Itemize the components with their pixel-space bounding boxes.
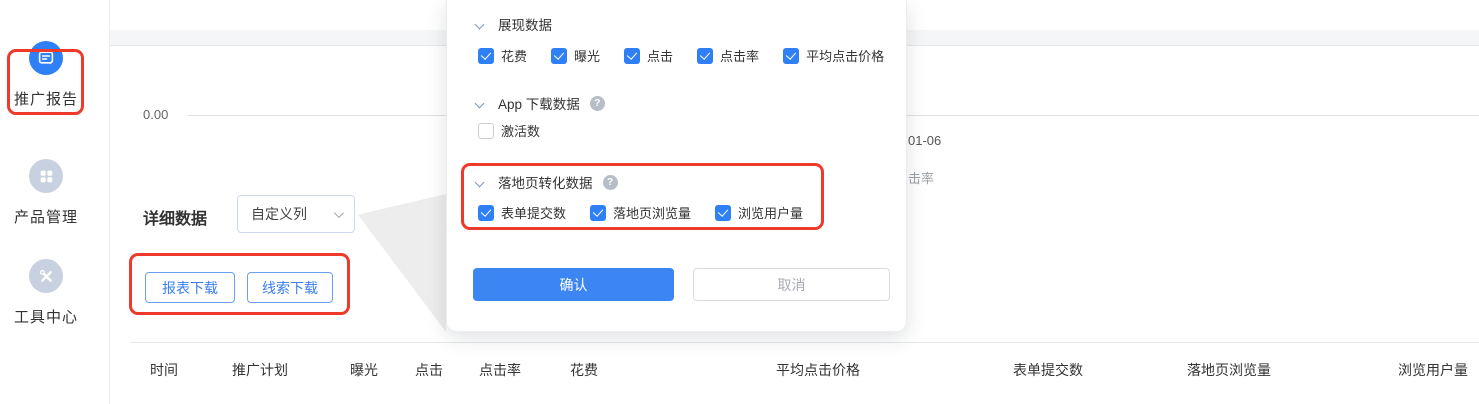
chart-y-axis-tick: 0.00 (143, 107, 169, 122)
sidebar-item-product-management[interactable]: 产品管理 (0, 159, 92, 227)
chevron-down-icon (474, 98, 485, 108)
column-header-viewing-users: 浏览用户量 (1398, 362, 1468, 378)
app-download-checkbox-row: 激活数 (478, 121, 564, 140)
column-header-clicks: 点击 (415, 362, 443, 378)
checkbox-icon (478, 122, 494, 139)
sidebar-item-promotion-report[interactable]: 推广报告 (0, 41, 92, 109)
checkbox-icon (551, 47, 568, 64)
sidebar-item-label: 产品管理 (13, 209, 78, 226)
sidebar-item-label: 工具中心 (13, 309, 78, 326)
landing-page-checkbox-row: 表单提交数 落地页浏览量 浏览用户量 (478, 203, 827, 222)
custom-columns-dropdown[interactable]: 自定义列 (237, 195, 355, 233)
checkbox-cost[interactable]: 花费 (478, 46, 527, 65)
report-download-button[interactable]: 报表下载 (145, 272, 235, 303)
popup-callout-wedge (358, 194, 446, 332)
checkbox-form-submits[interactable]: 表单提交数 (478, 203, 566, 222)
section-title: 展现数据 (498, 18, 552, 33)
report-icon (29, 41, 63, 75)
custom-columns-dropdown-label: 自定义列 (251, 206, 307, 222)
detail-data-title: 详细数据 (143, 211, 208, 228)
section-title: 落地页转化数据 (498, 176, 593, 191)
checkbox-icon (478, 204, 494, 221)
checkbox-ctr[interactable]: 点击率 (697, 46, 759, 65)
section-display-data[interactable]: 展现数据 (474, 14, 552, 34)
section-landing-page-conversion[interactable]: 落地页转化数据 ? (474, 172, 618, 192)
chart-legend-partial: 击率 (908, 171, 935, 186)
leads-download-button[interactable]: 线索下载 (247, 272, 333, 303)
column-header-cost: 花费 (570, 362, 598, 378)
custom-columns-popup: 展现数据 花费 曝光 点击 点击率 平均点击价格 App 下载数据 ? (446, 0, 907, 332)
checkbox-viewing-users[interactable]: 浏览用户量 (715, 203, 803, 222)
table-top-divider (130, 342, 1479, 343)
help-icon[interactable]: ? (589, 95, 605, 111)
checkbox-activations[interactable]: 激活数 (478, 121, 540, 140)
checkbox-icon (624, 47, 641, 64)
sidebar-item-label: 推广报告 (13, 91, 78, 108)
checkbox-icon (697, 47, 714, 64)
chevron-down-icon (333, 207, 344, 218)
column-header-campaign: 推广计划 (232, 362, 288, 378)
checkbox-icon (478, 47, 494, 64)
checkbox-landing-views[interactable]: 落地页浏览量 (590, 203, 691, 222)
sidebar: 推广报告 产品管理 工具中心 (0, 0, 110, 404)
column-header-impressions: 曝光 (350, 362, 378, 378)
confirm-button[interactable]: 确认 (473, 268, 674, 301)
help-icon[interactable]: ? (602, 174, 618, 190)
chevron-down-icon (474, 19, 485, 29)
checkbox-icon (715, 204, 732, 221)
cancel-button[interactable]: 取消 (693, 268, 890, 301)
section-title: App 下载数据 (498, 97, 580, 112)
chart-x-axis-tick-partial: 01-06 (908, 133, 942, 148)
checkbox-icon (783, 47, 800, 64)
chevron-down-icon (474, 177, 485, 187)
checkbox-impressions[interactable]: 曝光 (551, 46, 600, 65)
checkbox-avg-click-price[interactable]: 平均点击价格 (783, 46, 884, 65)
tools-icon (29, 259, 63, 293)
sidebar-item-tool-center[interactable]: 工具中心 (0, 259, 92, 327)
checkbox-clicks[interactable]: 点击 (624, 46, 673, 65)
section-app-download-data[interactable]: App 下载数据 ? (474, 93, 605, 113)
display-data-checkbox-row: 花费 曝光 点击 点击率 平均点击价格 (478, 46, 908, 65)
column-header-landing-views: 落地页浏览量 (1187, 362, 1271, 378)
column-header-ctr: 点击率 (479, 362, 521, 378)
column-header-time: 时间 (150, 362, 178, 378)
grid-icon (29, 159, 63, 193)
column-header-form-submits: 表单提交数 (1013, 362, 1083, 378)
column-header-avg-click-price: 平均点击价格 (776, 362, 860, 378)
checkbox-icon (590, 204, 607, 221)
